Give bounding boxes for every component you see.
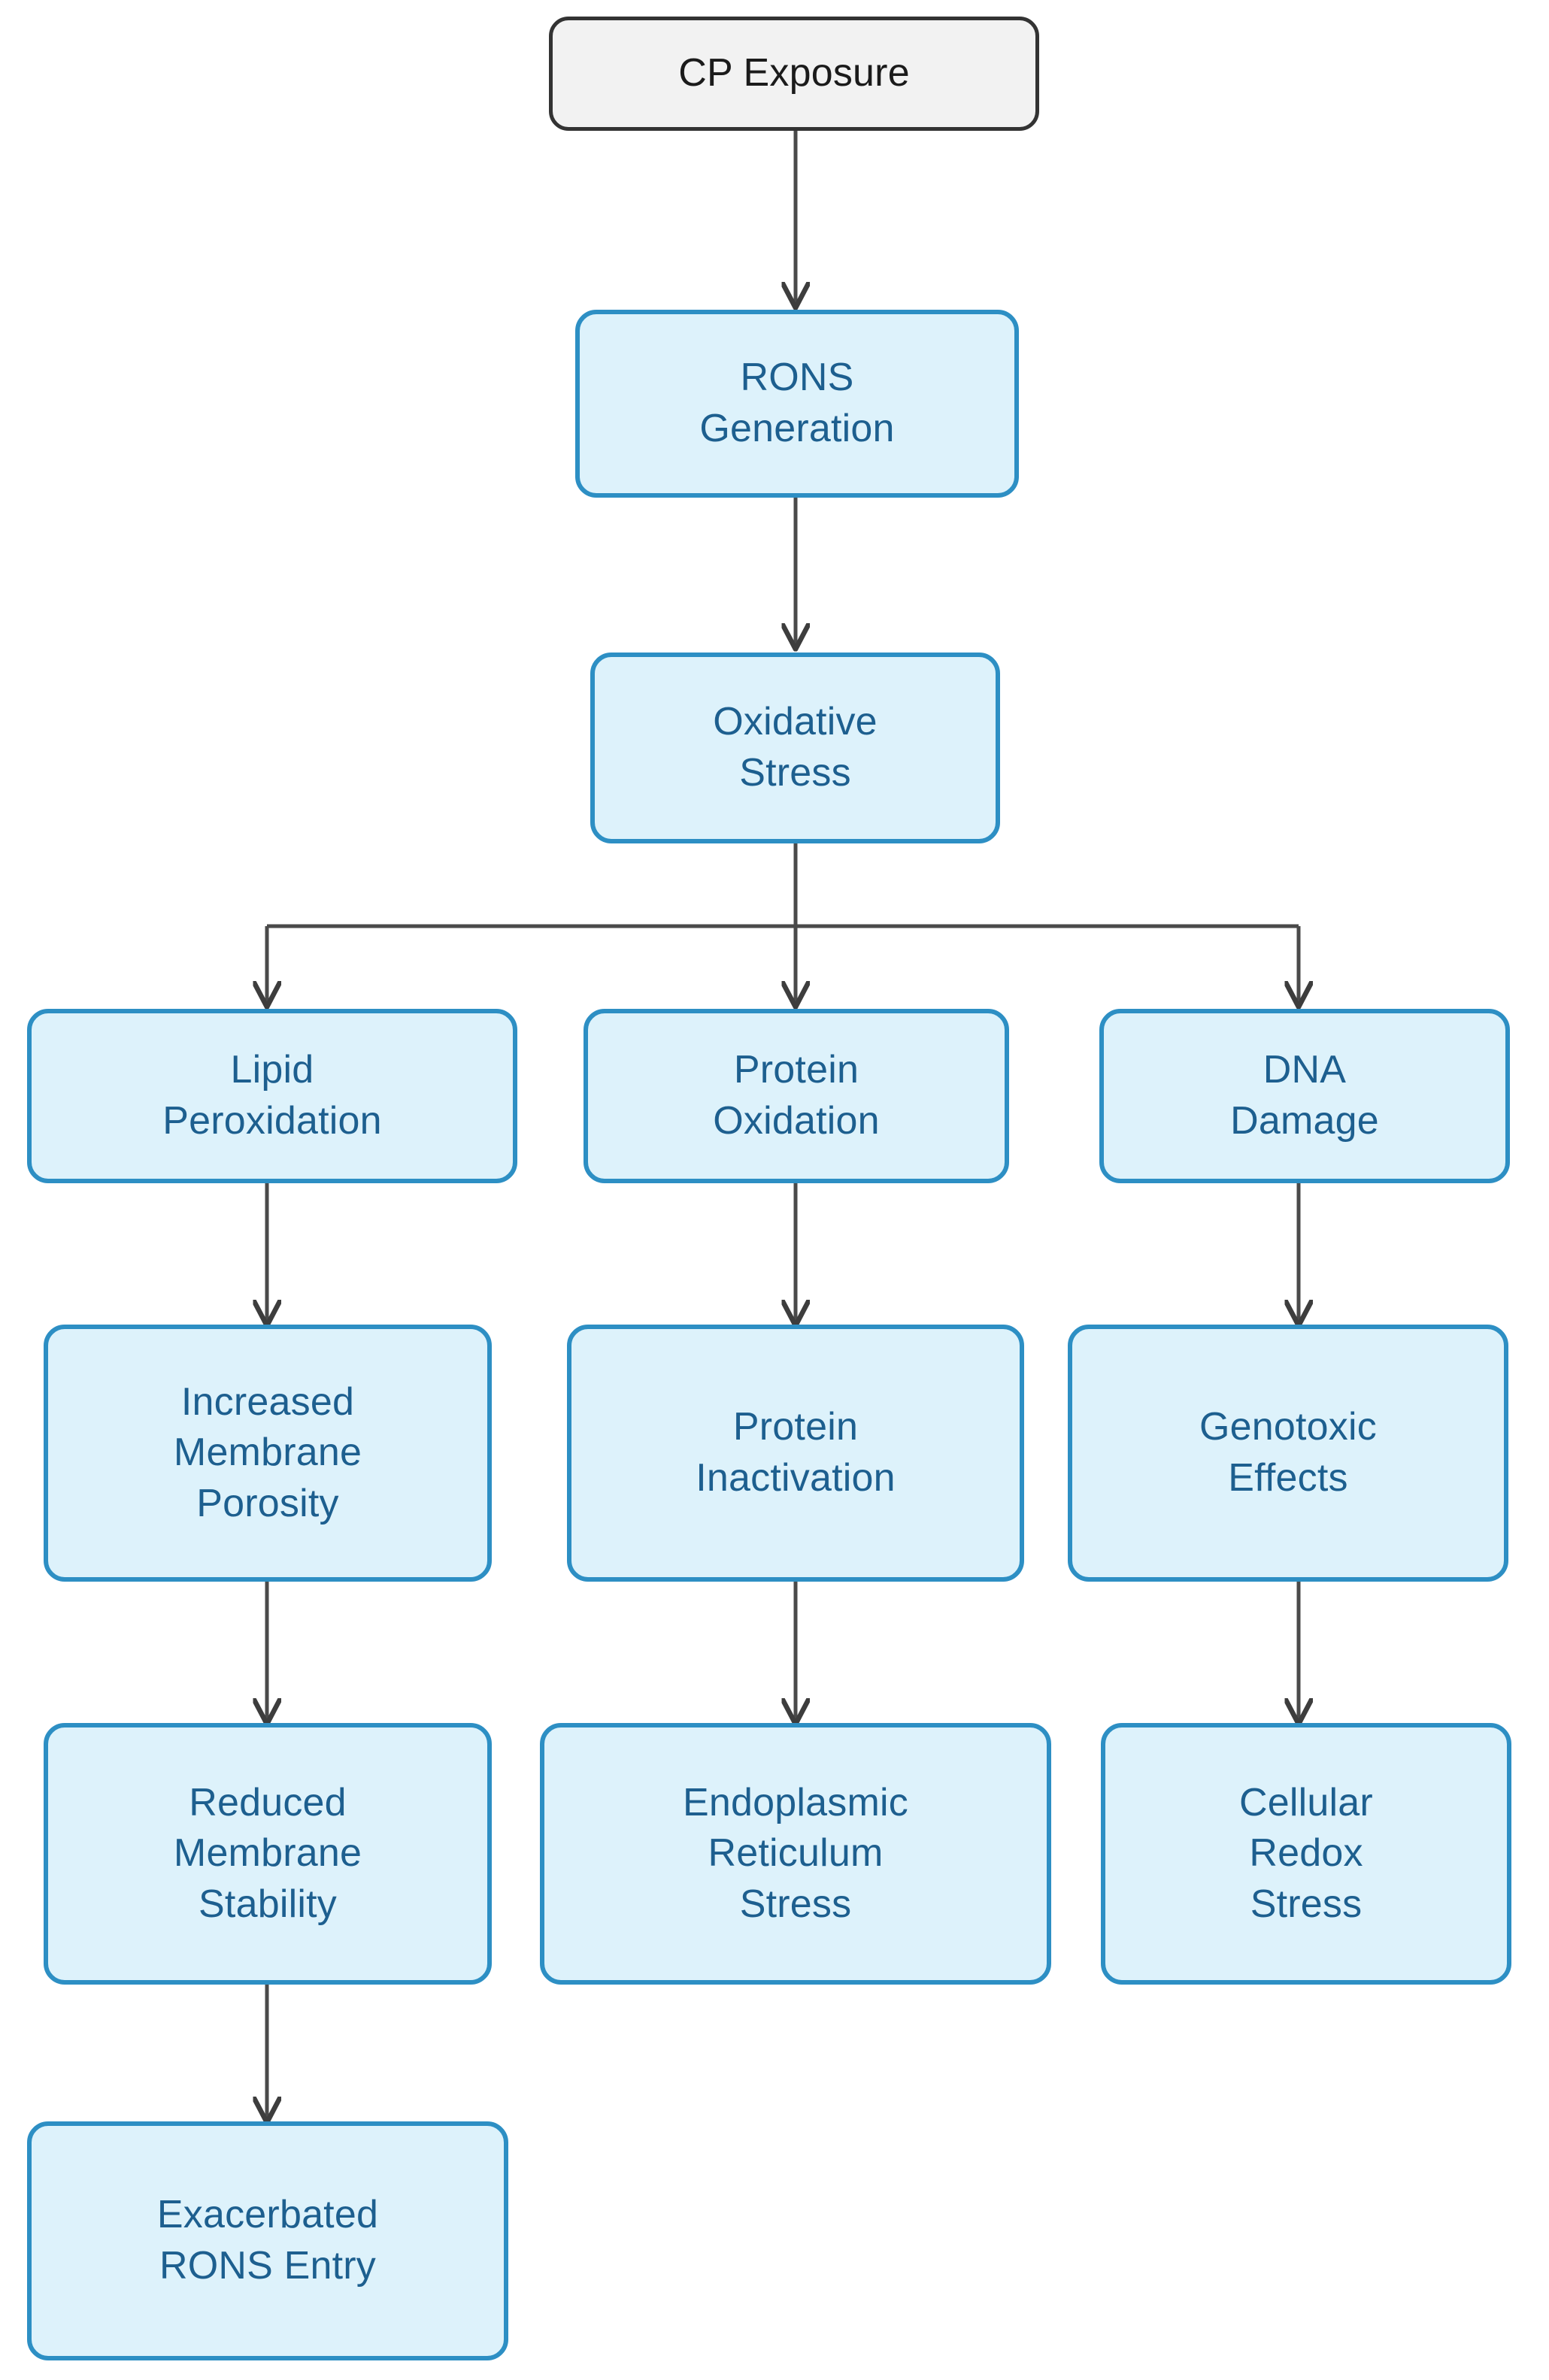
node-lipid-peroxidation[interactable]: Lipid Peroxidation [27,1009,517,1183]
node-cellular-redox-stress[interactable]: Cellular Redox Stress [1101,1723,1511,1985]
node-exacerbated-rons-entry[interactable]: Exacerbated RONS Entry [27,2121,508,2360]
node-protein-inactivation[interactable]: Protein Inactivation [567,1325,1024,1582]
node-increased-membrane-porosity[interactable]: Increased Membrane Porosity [44,1325,492,1582]
node-reduced-membrane-stability[interactable]: Reduced Membrane Stability [44,1723,492,1985]
node-oxidative-stress[interactable]: Oxidative Stress [590,653,1000,843]
node-genotoxic-effects[interactable]: Genotoxic Effects [1068,1325,1508,1582]
node-rons-generation[interactable]: RONS Generation [575,310,1019,498]
node-protein-oxidation[interactable]: Protein Oxidation [584,1009,1009,1183]
node-dna-damage[interactable]: DNA Damage [1099,1009,1510,1183]
node-endoplasmic-reticulum-stress[interactable]: Endoplasmic Reticulum Stress [540,1723,1051,1985]
node-cp-exposure[interactable]: CP Exposure [549,17,1039,131]
